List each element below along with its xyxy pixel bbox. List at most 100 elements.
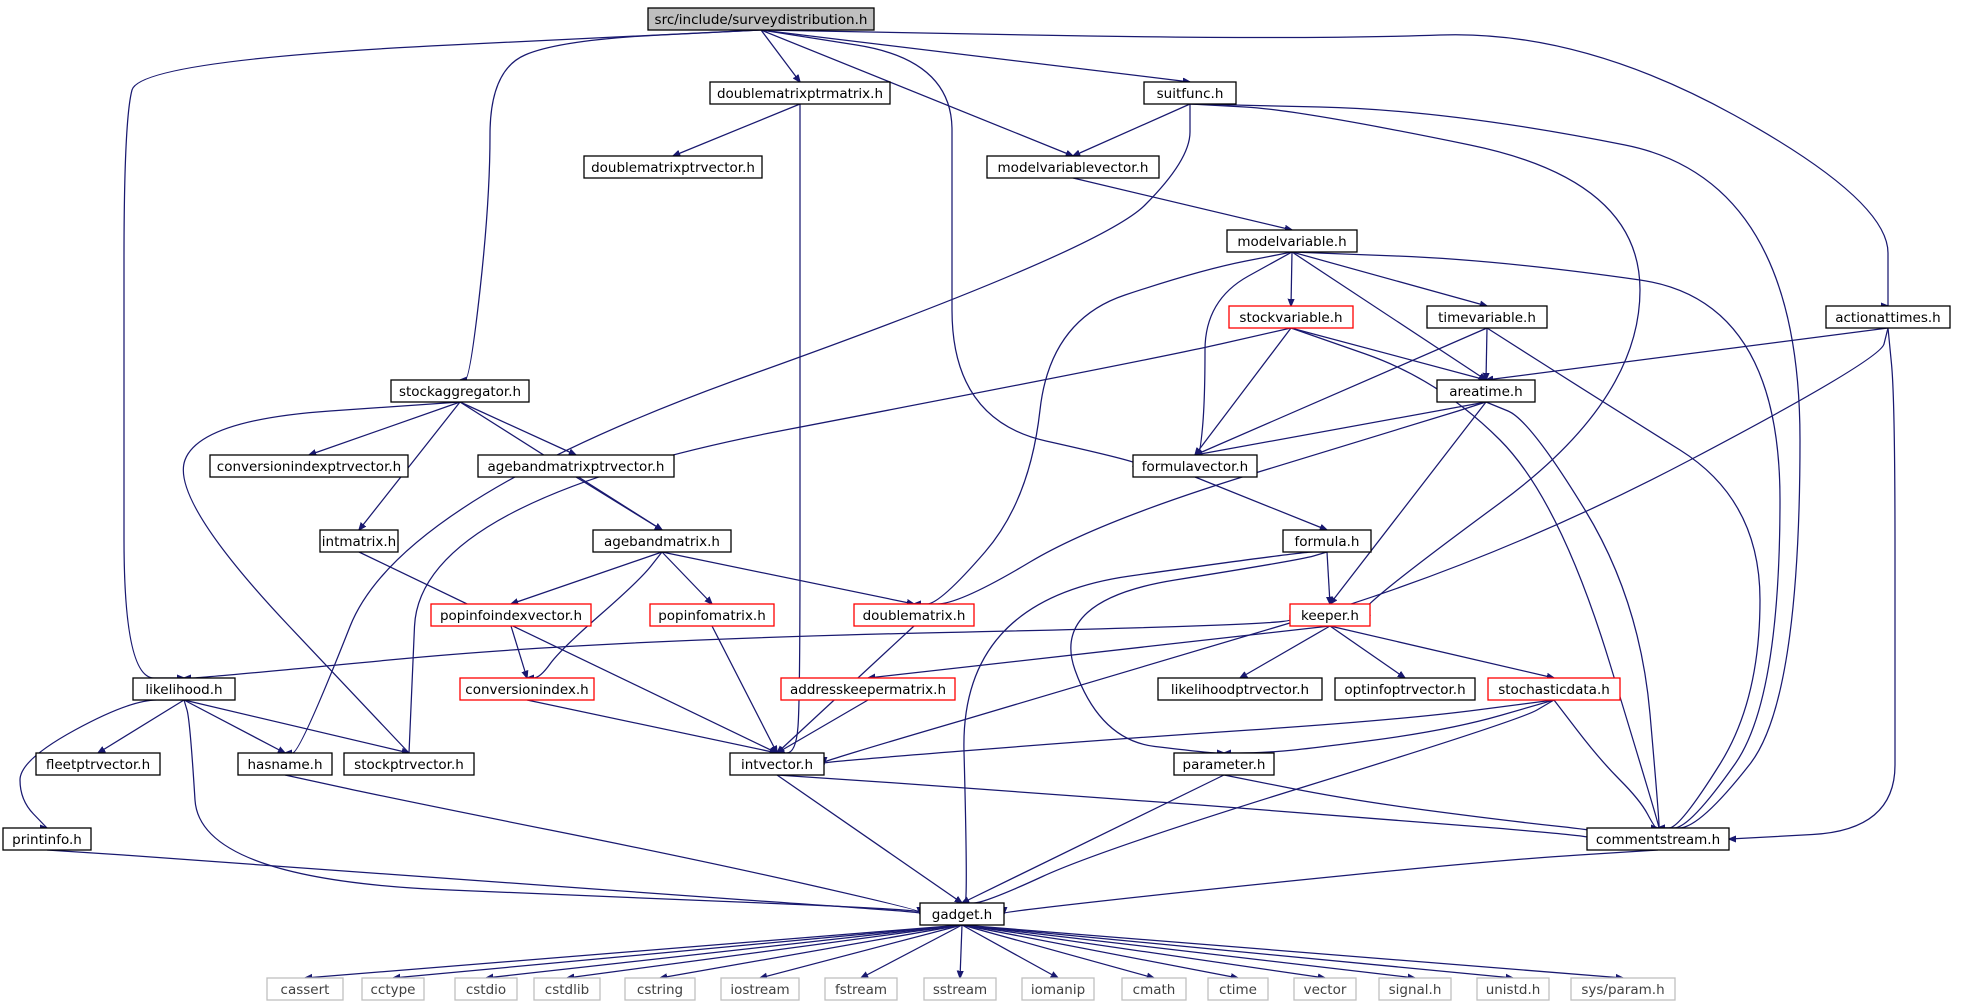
node-label-formula: formula.h	[1295, 534, 1360, 550]
node-conversionindex[interactable]: conversionindex.h	[459, 677, 595, 701]
node-intvector[interactable]: intvector.h	[729, 752, 825, 776]
edge-gadget-to-sstream	[960, 924, 962, 978]
node-box-gadget	[919, 902, 1005, 926]
node-label-formulavector: formulavector.h	[1142, 459, 1248, 475]
edge-suitfunc-to-commentstream	[1189, 103, 1801, 828]
node-cstdio: cstdio	[454, 977, 518, 1001]
edge-areatime-to-formulavector	[1195, 401, 1487, 455]
node-parameter[interactable]: parameter.h	[1173, 752, 1275, 776]
edge-surveydistribution-to-formulavector	[760, 29, 1137, 466]
edge-stochasticdata-to-parameter	[1224, 699, 1555, 753]
node-printinfo[interactable]: printinfo.h	[2, 827, 92, 851]
edge-stochasticdata-to-intvector	[824, 699, 1555, 764]
node-actionattimes[interactable]: actionattimes.h	[1825, 305, 1951, 329]
node-label-modelvariable: modelvariable.h	[1237, 234, 1346, 250]
edge-suitfunc-to-hasname	[285, 104, 1191, 753]
node-box-agebandmatrix	[592, 529, 732, 553]
node-agebandmatrixptrvector[interactable]: agebandmatrixptrvector.h	[477, 454, 675, 478]
node-formula[interactable]: formula.h	[1282, 529, 1372, 553]
node-modelvariablevector[interactable]: modelvariablevector.h	[986, 155, 1160, 179]
node-box-conversionindexptrvector	[209, 454, 409, 478]
node-keeper[interactable]: keeper.h	[1289, 603, 1371, 627]
edge-surveydistribution-to-likelihood	[123, 29, 762, 678]
edge-timevariable-to-formulavector	[1195, 327, 1488, 455]
node-optinfoptrvector[interactable]: optinfoptrvector.h	[1334, 677, 1476, 701]
edge-stockaggregator-to-intmatrix	[359, 401, 461, 530]
node-box-conversionindex	[459, 677, 595, 701]
node-fstream: fstream	[824, 977, 898, 1001]
edge-suitfunc-to-modelvariablevector	[1073, 103, 1191, 156]
node-doublematrix[interactable]: doublematrix.h	[853, 603, 975, 627]
node-box-cctype	[361, 977, 425, 1001]
node-doublematrixptrmatrix[interactable]: doublematrixptrmatrix.h	[709, 81, 891, 105]
node-box-intmatrix	[319, 529, 399, 553]
node-label-printinfo: printinfo.h	[12, 832, 82, 848]
node-box-cassert	[266, 977, 344, 1001]
node-box-areatime	[1436, 379, 1536, 403]
node-iostream: iostream	[720, 977, 800, 1001]
node-box-commentstream	[1586, 827, 1730, 851]
node-box-likelihood	[132, 677, 236, 701]
node-box-modelvariablevector	[986, 155, 1160, 179]
edge-areatime-to-doublematrix	[914, 401, 1487, 604]
edge-formula-to-keeper	[1327, 551, 1330, 604]
edge-surveydistribution-to-suitfunc	[760, 29, 1190, 82]
node-box-modelvariable	[1226, 229, 1358, 253]
node-intmatrix[interactable]: intmatrix.h	[319, 529, 399, 553]
node-label-hasname: hasname.h	[248, 757, 323, 773]
node-label-agebandmatrixptrvector: agebandmatrixptrvector.h	[488, 459, 665, 475]
edge-actionattimes-to-areatime	[1486, 327, 1889, 380]
node-label-doublematrix: doublematrix.h	[863, 608, 966, 624]
node-suitfunc[interactable]: suitfunc.h	[1143, 81, 1237, 105]
node-label-modelvariablevector: modelvariablevector.h	[998, 160, 1149, 176]
edge-areatime-to-commentstream	[1485, 401, 1659, 828]
node-modelvariable[interactable]: modelvariable.h	[1226, 229, 1358, 253]
node-formulavector[interactable]: formulavector.h	[1132, 454, 1258, 478]
node-likelihood[interactable]: likelihood.h	[132, 677, 236, 701]
edge-gadget-to-cmath	[961, 924, 1154, 978]
edge-actionattimes-to-commentstream	[1729, 327, 1896, 839]
edge-intmatrix-to-intvector	[358, 551, 777, 753]
node-label-parameter: parameter.h	[1183, 757, 1266, 773]
edge-printinfo-to-gadget	[46, 849, 920, 914]
node-areatime[interactable]: areatime.h	[1436, 379, 1536, 403]
node-popinfoindexvector[interactable]: popinfoindexvector.h	[430, 603, 592, 627]
node-label-cctype: cctype	[370, 982, 415, 998]
edge-likelihood-to-stockptrvector	[183, 699, 409, 753]
node-box-iostream	[720, 977, 800, 1001]
node-box-agebandmatrixptrvector	[477, 454, 675, 478]
node-agebandmatrix[interactable]: agebandmatrix.h	[592, 529, 732, 553]
node-doublematrixptrvector[interactable]: doublematrixptrvector.h	[583, 155, 763, 179]
node-addresskeepermatrix[interactable]: addresskeepermatrix.h	[780, 677, 956, 701]
node-likelihoodptrvector[interactable]: likelihoodptrvector.h	[1157, 677, 1323, 701]
edge-modelvariable-to-formulavector	[1195, 251, 1293, 455]
edge-gadget-to-signal	[961, 924, 1415, 978]
node-label-surveydistribution: src/include/surveydistribution.h	[655, 12, 868, 28]
node-stockvariable[interactable]: stockvariable.h	[1228, 305, 1354, 329]
node-box-optinfoptrvector	[1334, 677, 1476, 701]
node-hasname[interactable]: hasname.h	[237, 752, 333, 776]
node-fleetptrvector[interactable]: fleetptrvector.h	[35, 752, 161, 776]
node-commentstream[interactable]: commentstream.h	[1586, 827, 1730, 851]
node-label-sstream: sstream	[933, 982, 987, 998]
node-stochasticdata[interactable]: stochasticdata.h	[1487, 677, 1621, 701]
node-box-popinfomatrix	[649, 603, 775, 627]
node-box-signal	[1378, 977, 1452, 1001]
node-surveydistribution[interactable]: src/include/surveydistribution.h	[647, 7, 875, 31]
node-box-fstream	[824, 977, 898, 1001]
node-stockptrvector[interactable]: stockptrvector.h	[343, 752, 475, 776]
node-box-ctime	[1207, 977, 1269, 1001]
edge-gadget-to-cstring	[660, 924, 963, 978]
edge-keeper-to-likelihoodptrvector	[1240, 625, 1331, 678]
node-popinfomatrix[interactable]: popinfomatrix.h	[649, 603, 775, 627]
node-timevariable[interactable]: timevariable.h	[1426, 305, 1548, 329]
node-label-vector: vector	[1304, 982, 1347, 998]
node-stockaggregator[interactable]: stockaggregator.h	[390, 379, 530, 403]
node-conversionindexptrvector[interactable]: conversionindexptrvector.h	[209, 454, 409, 478]
node-gadget[interactable]: gadget.h	[919, 902, 1005, 926]
edge-commentstream-to-gadget	[1004, 849, 1659, 914]
node-label-conversionindexptrvector: conversionindexptrvector.h	[217, 459, 401, 475]
edge-modelvariable-to-stockvariable	[1291, 251, 1292, 306]
edge-timevariable-to-areatime	[1486, 327, 1487, 380]
node-box-actionattimes	[1825, 305, 1951, 329]
